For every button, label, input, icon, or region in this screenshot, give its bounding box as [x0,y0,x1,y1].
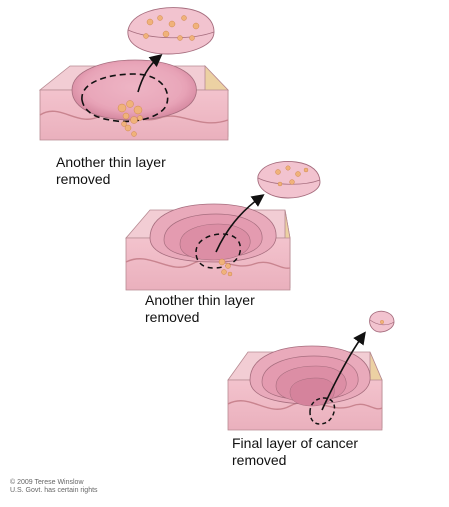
step-3-caption-line1: Final layer of cancer [232,435,359,451]
step-3-caption-line2: removed [232,452,287,468]
step-2-arrow [215,194,265,253]
step-3-arrow [321,331,366,411]
step-2-caption-line1: Another thin layer [145,292,255,308]
step-1-caption: Another thin layer removed [56,154,166,188]
step-2-caption: Another thin layer removed [145,292,255,326]
step-3-caption: Final layer of cancer removed [232,435,358,469]
step-1-tissue-block [38,59,229,141]
copyright-credit: © 2009 Terese Winslow U.S. Govt. has cer… [10,479,98,495]
credit-line2: U.S. Govt. has certain rights [10,487,98,494]
step-2-caption-line2: removed [145,309,200,325]
step-3-removed-layer [369,310,395,333]
credit-line1: © 2009 Terese Winslow [10,479,84,486]
step-1-caption-line1: Another thin layer [56,154,166,170]
step-1-arrow [137,53,163,93]
step-2-removed-layer [257,161,321,199]
step-1-caption-line2: removed [56,171,111,187]
step-1-removed-layer [127,7,215,55]
step-3-tissue-block [227,345,383,431]
step-2-tissue-block [125,203,291,291]
